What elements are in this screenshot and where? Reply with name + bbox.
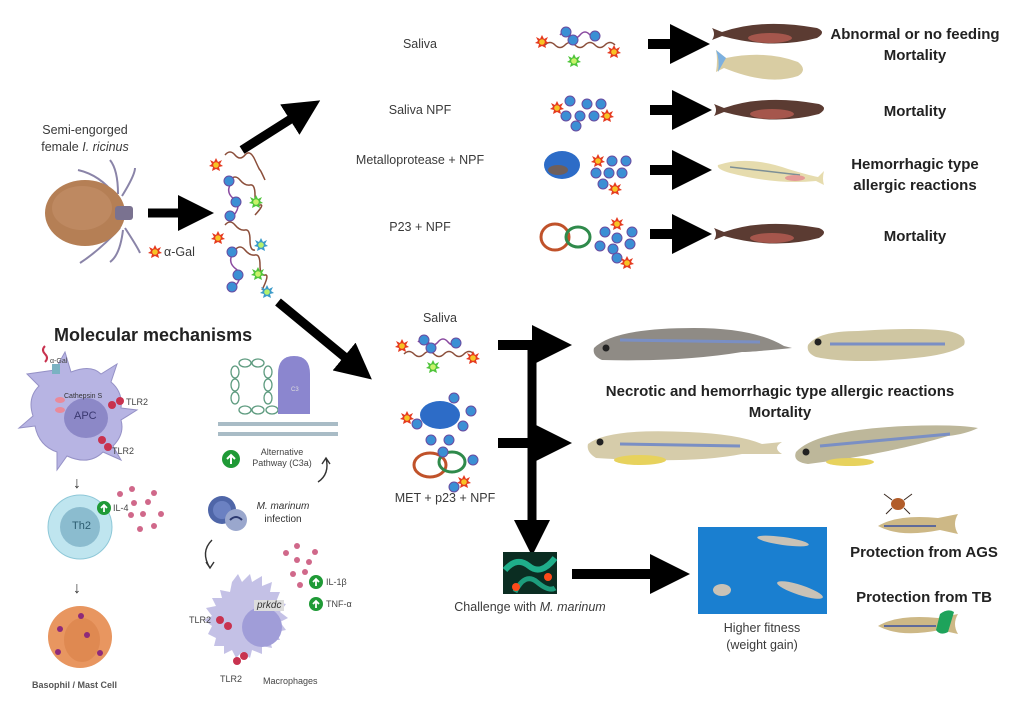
basophil-cell [48,606,112,668]
fitness-label: Higher fitness (weight gain) [712,620,812,654]
fish-necrotic-2 [807,329,965,361]
up-badge-il4 [97,501,111,515]
outcome-row1-line2: Mortality [883,47,947,64]
challenge-species: M. marinum [539,600,606,614]
arrow-to-top-panel [239,100,321,154]
lower-combo-label: MET + p23 + NPF [394,491,496,505]
macrophage-tlr2-label-2: TLR2 [220,674,243,684]
tick-illustration [45,159,141,264]
row1-saliva-molecule [535,26,621,67]
complement-c3-illustration [218,356,338,436]
fish-protection-ags [878,493,958,534]
alternative-pathway-line1: Alternative [260,447,304,457]
apc-antigen-label: α-Gal [50,358,68,365]
apc-tlr2-label-2: TLR2 [112,446,135,456]
fish-hemorrhagic-2 [795,425,978,466]
outcome-row2: Mortality [883,103,947,120]
apc-tlr2-label-1: TLR2 [126,397,149,407]
apc-cell [17,345,139,472]
alternative-pathway-label: Alternative Pathway (C3a) [247,447,317,469]
macrophage-cell [204,574,288,665]
fish-protection-tb [878,610,958,634]
mmarinum-challenge-image [502,552,558,594]
macrophage-tlr2-label-1: TLR2 [189,615,212,625]
outcome-row3-line2: allergic reactions [853,177,977,194]
treatment-label-metalloprotease: Metalloprotease + NPF [355,153,485,167]
c3-label: C3 [291,387,299,393]
down-arrow-2: ↓ [73,580,81,597]
tick-label-line1: Semi-engorged [42,123,128,137]
fish-row1-light [716,50,803,80]
lower-outcome-line1: Necrotic and hemorrhagic type allergic r… [605,383,955,400]
protection-ags-label: Protection from AGS [850,544,998,561]
macrophage-cytokine-dots [283,543,318,588]
arrow-to-lower-panel [275,298,372,380]
fitness-line1: Higher fitness [723,621,801,635]
row4-p23-molecule [539,217,638,269]
lower-outcome: Necrotic and hemorrhagic type allergic r… [580,381,980,423]
macrophages-label: Macrophages [263,676,318,686]
outcome-row3-line1: Hemorrhagic type [851,156,979,173]
down-arrow-1: ↓ [73,475,81,492]
lower-combo-molecule [400,392,479,493]
il4-cytokine-dots [117,486,164,532]
up-badge-alternative-pathway [222,450,240,468]
cathepsin-label: Cathepsin S [64,393,103,400]
prkdc-label: prkdc [254,600,285,611]
tnfa-label: TNF-α [326,599,352,609]
up-badge-il1b [309,575,323,589]
protection-tb-label: Protection from TB [856,589,992,606]
fish-row4-dark [714,223,824,244]
fish-row1-dark [712,23,822,44]
lower-saliva-label: Saliva [422,311,458,325]
treatment-label-saliva: Saliva [402,37,438,51]
fish-row2-dark [714,99,824,120]
alternative-pathway-line2: Pathway (C3a) [252,458,312,468]
mmarinum-infection-label: M. marinum infection [250,500,316,526]
mmarinum-infection-species: M. marinum [256,501,310,512]
row3-metalloprotease-molecule [544,151,632,195]
agal-legend-star [148,245,162,258]
lower-outcome-line2: Mortality [748,404,812,421]
agal-legend-label: α-Gal [164,245,195,259]
outcome-row1: Abnormal or no feeding Mortality [820,24,1010,66]
saliva-molecule-cluster [209,151,274,298]
fish-necrotic-1 [593,328,792,361]
fish-hemorrhagic-1 [587,431,782,465]
tick-label-line2: female I. ricinus [41,140,129,154]
fitness-tank-image [698,527,827,614]
il1b-label: IL-1β [326,577,347,587]
th2-cell [47,494,113,560]
curved-arrow-to-macrophage [204,539,215,570]
lower-saliva-molecule [395,334,480,373]
treatment-label-p23: P23 + NPF [389,220,451,234]
basophil-label: Basophil / Mast Cell [32,680,118,690]
curved-arrow-to-complement [317,456,331,483]
th2-label: Th2 [72,520,91,532]
up-badge-tnfa [309,597,323,611]
fitness-line2: (weight gain) [726,638,798,652]
tick-label: Semi-engorged female I. ricinus [30,122,140,156]
tick-species: I. ricinus [82,140,129,154]
apc-label: APC [74,410,97,422]
outcome-row4: Mortality [883,228,947,245]
mechanisms-title: Molecular mechanisms [54,325,253,345]
challenge-label: Challenge with M. marinum [454,600,606,614]
fish-row3-hemorrhagic [717,160,824,185]
treatment-label-saliva-npf: Saliva NPF [388,103,452,117]
il4-label: IL-4 [113,503,129,513]
row2-npf-molecule [550,95,614,132]
outcome-row3: Hemorrhagic type allergic reactions [820,154,1010,196]
mmarinum-infected-cell [208,496,247,531]
outcome-row1-line1: Abnormal or no feeding [830,26,1000,43]
mmarinum-infection-suffix: infection [264,514,302,525]
